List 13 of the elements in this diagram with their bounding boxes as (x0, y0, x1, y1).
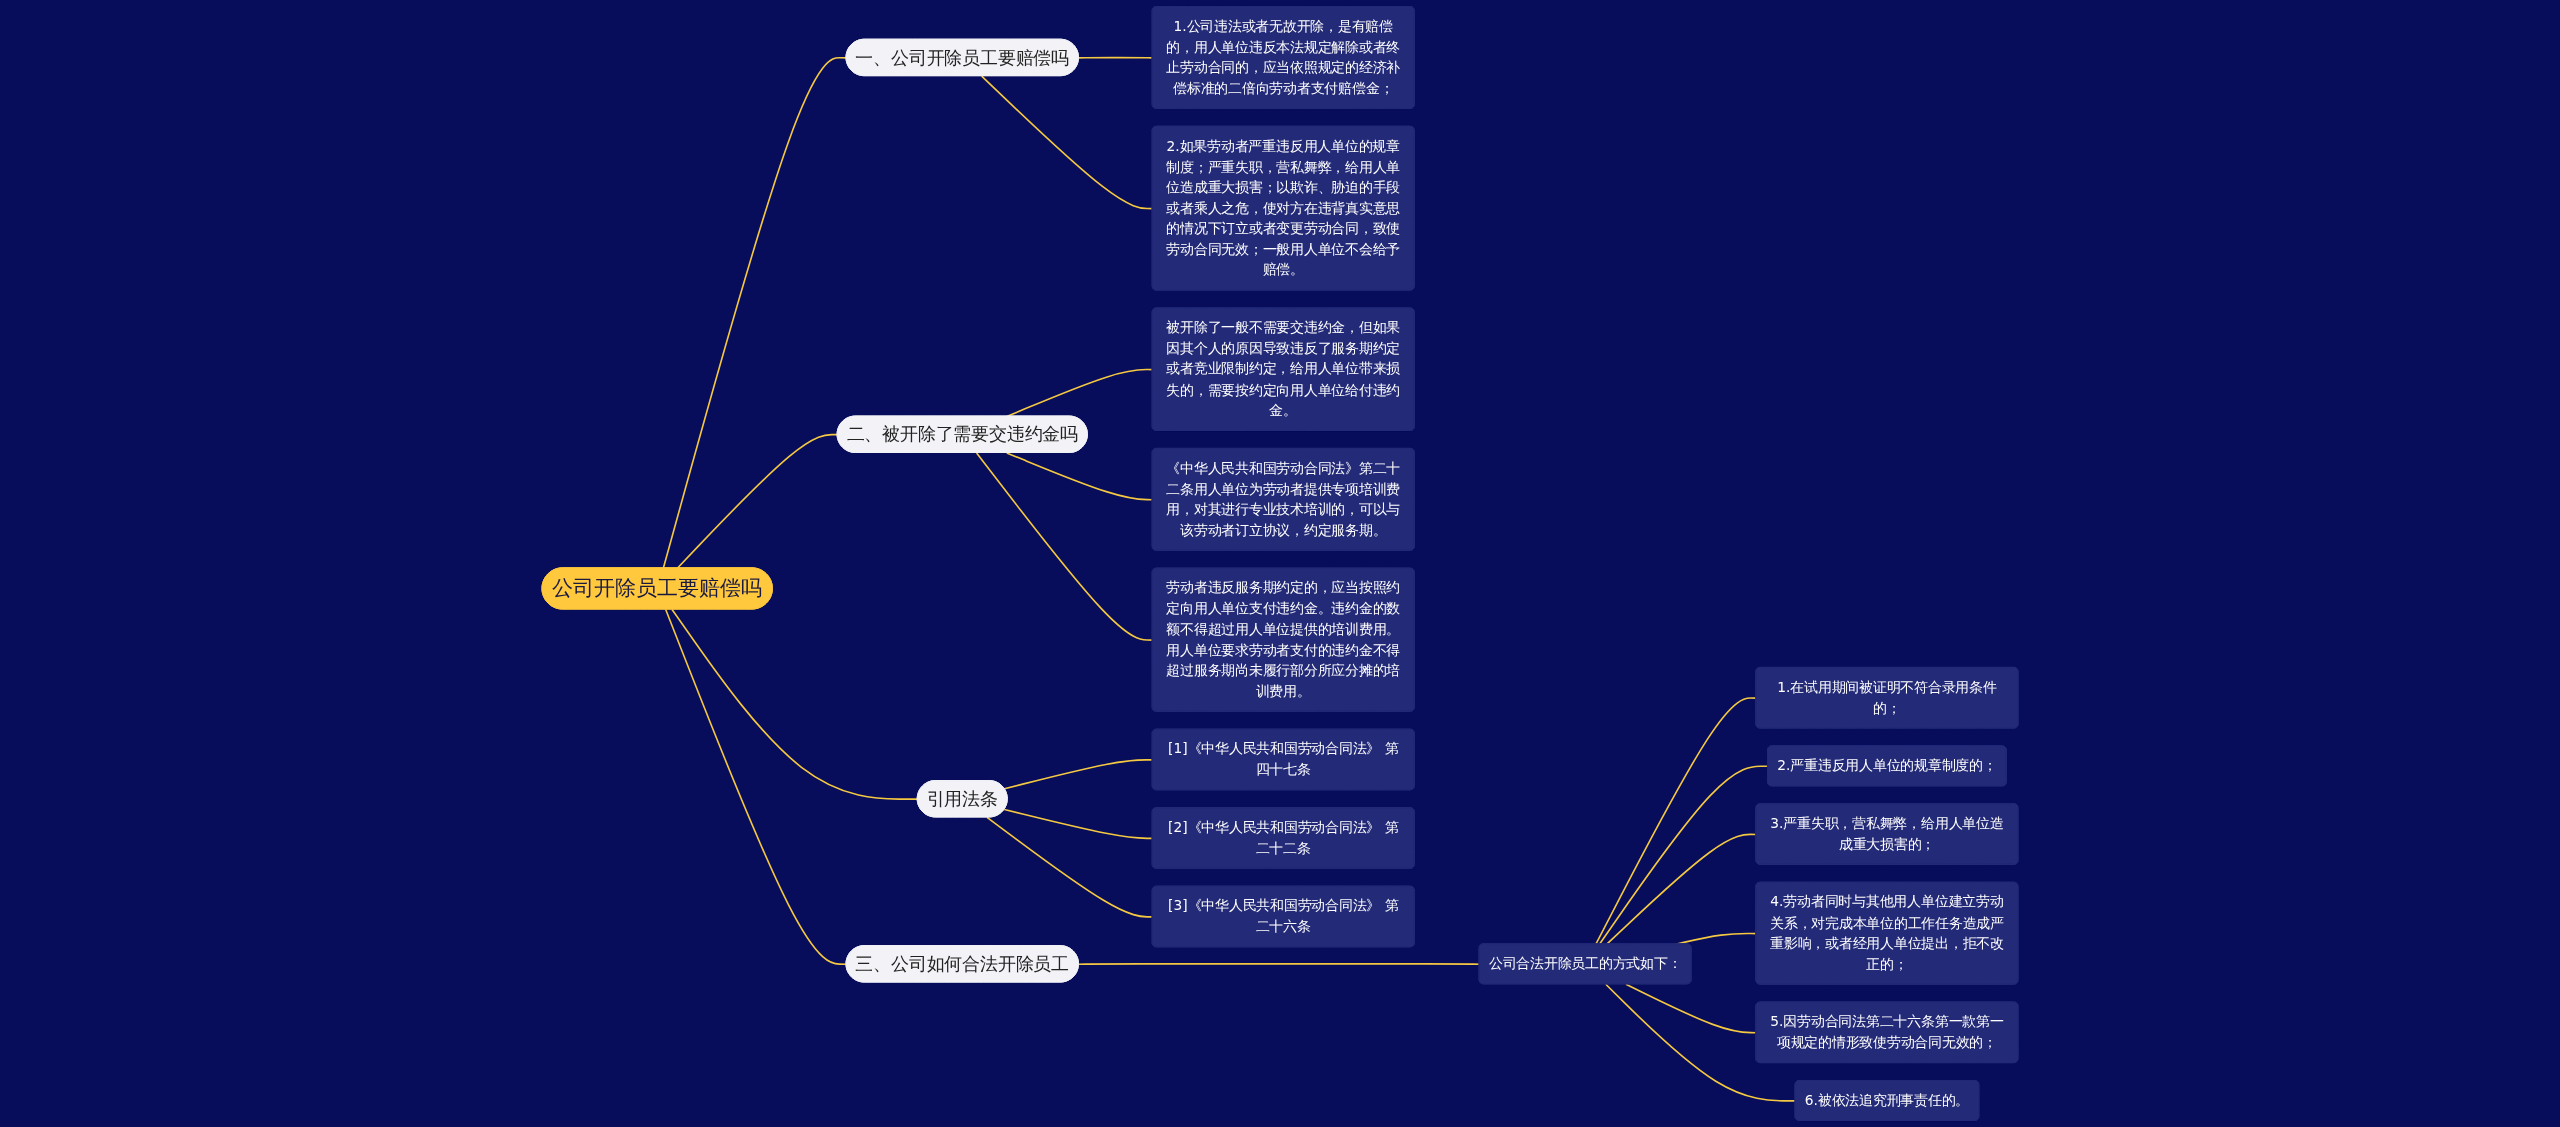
connector (986, 816, 1154, 918)
connector (1005, 452, 1154, 501)
connector (1003, 759, 1154, 790)
connector (980, 75, 1154, 210)
connector (1598, 765, 1769, 945)
connector (1078, 963, 1481, 966)
connector (664, 608, 848, 966)
connector (662, 57, 848, 569)
connector (676, 433, 839, 569)
connector (1078, 56, 1154, 59)
connector (1003, 808, 1154, 840)
connector (671, 608, 919, 800)
connector (975, 452, 1154, 641)
